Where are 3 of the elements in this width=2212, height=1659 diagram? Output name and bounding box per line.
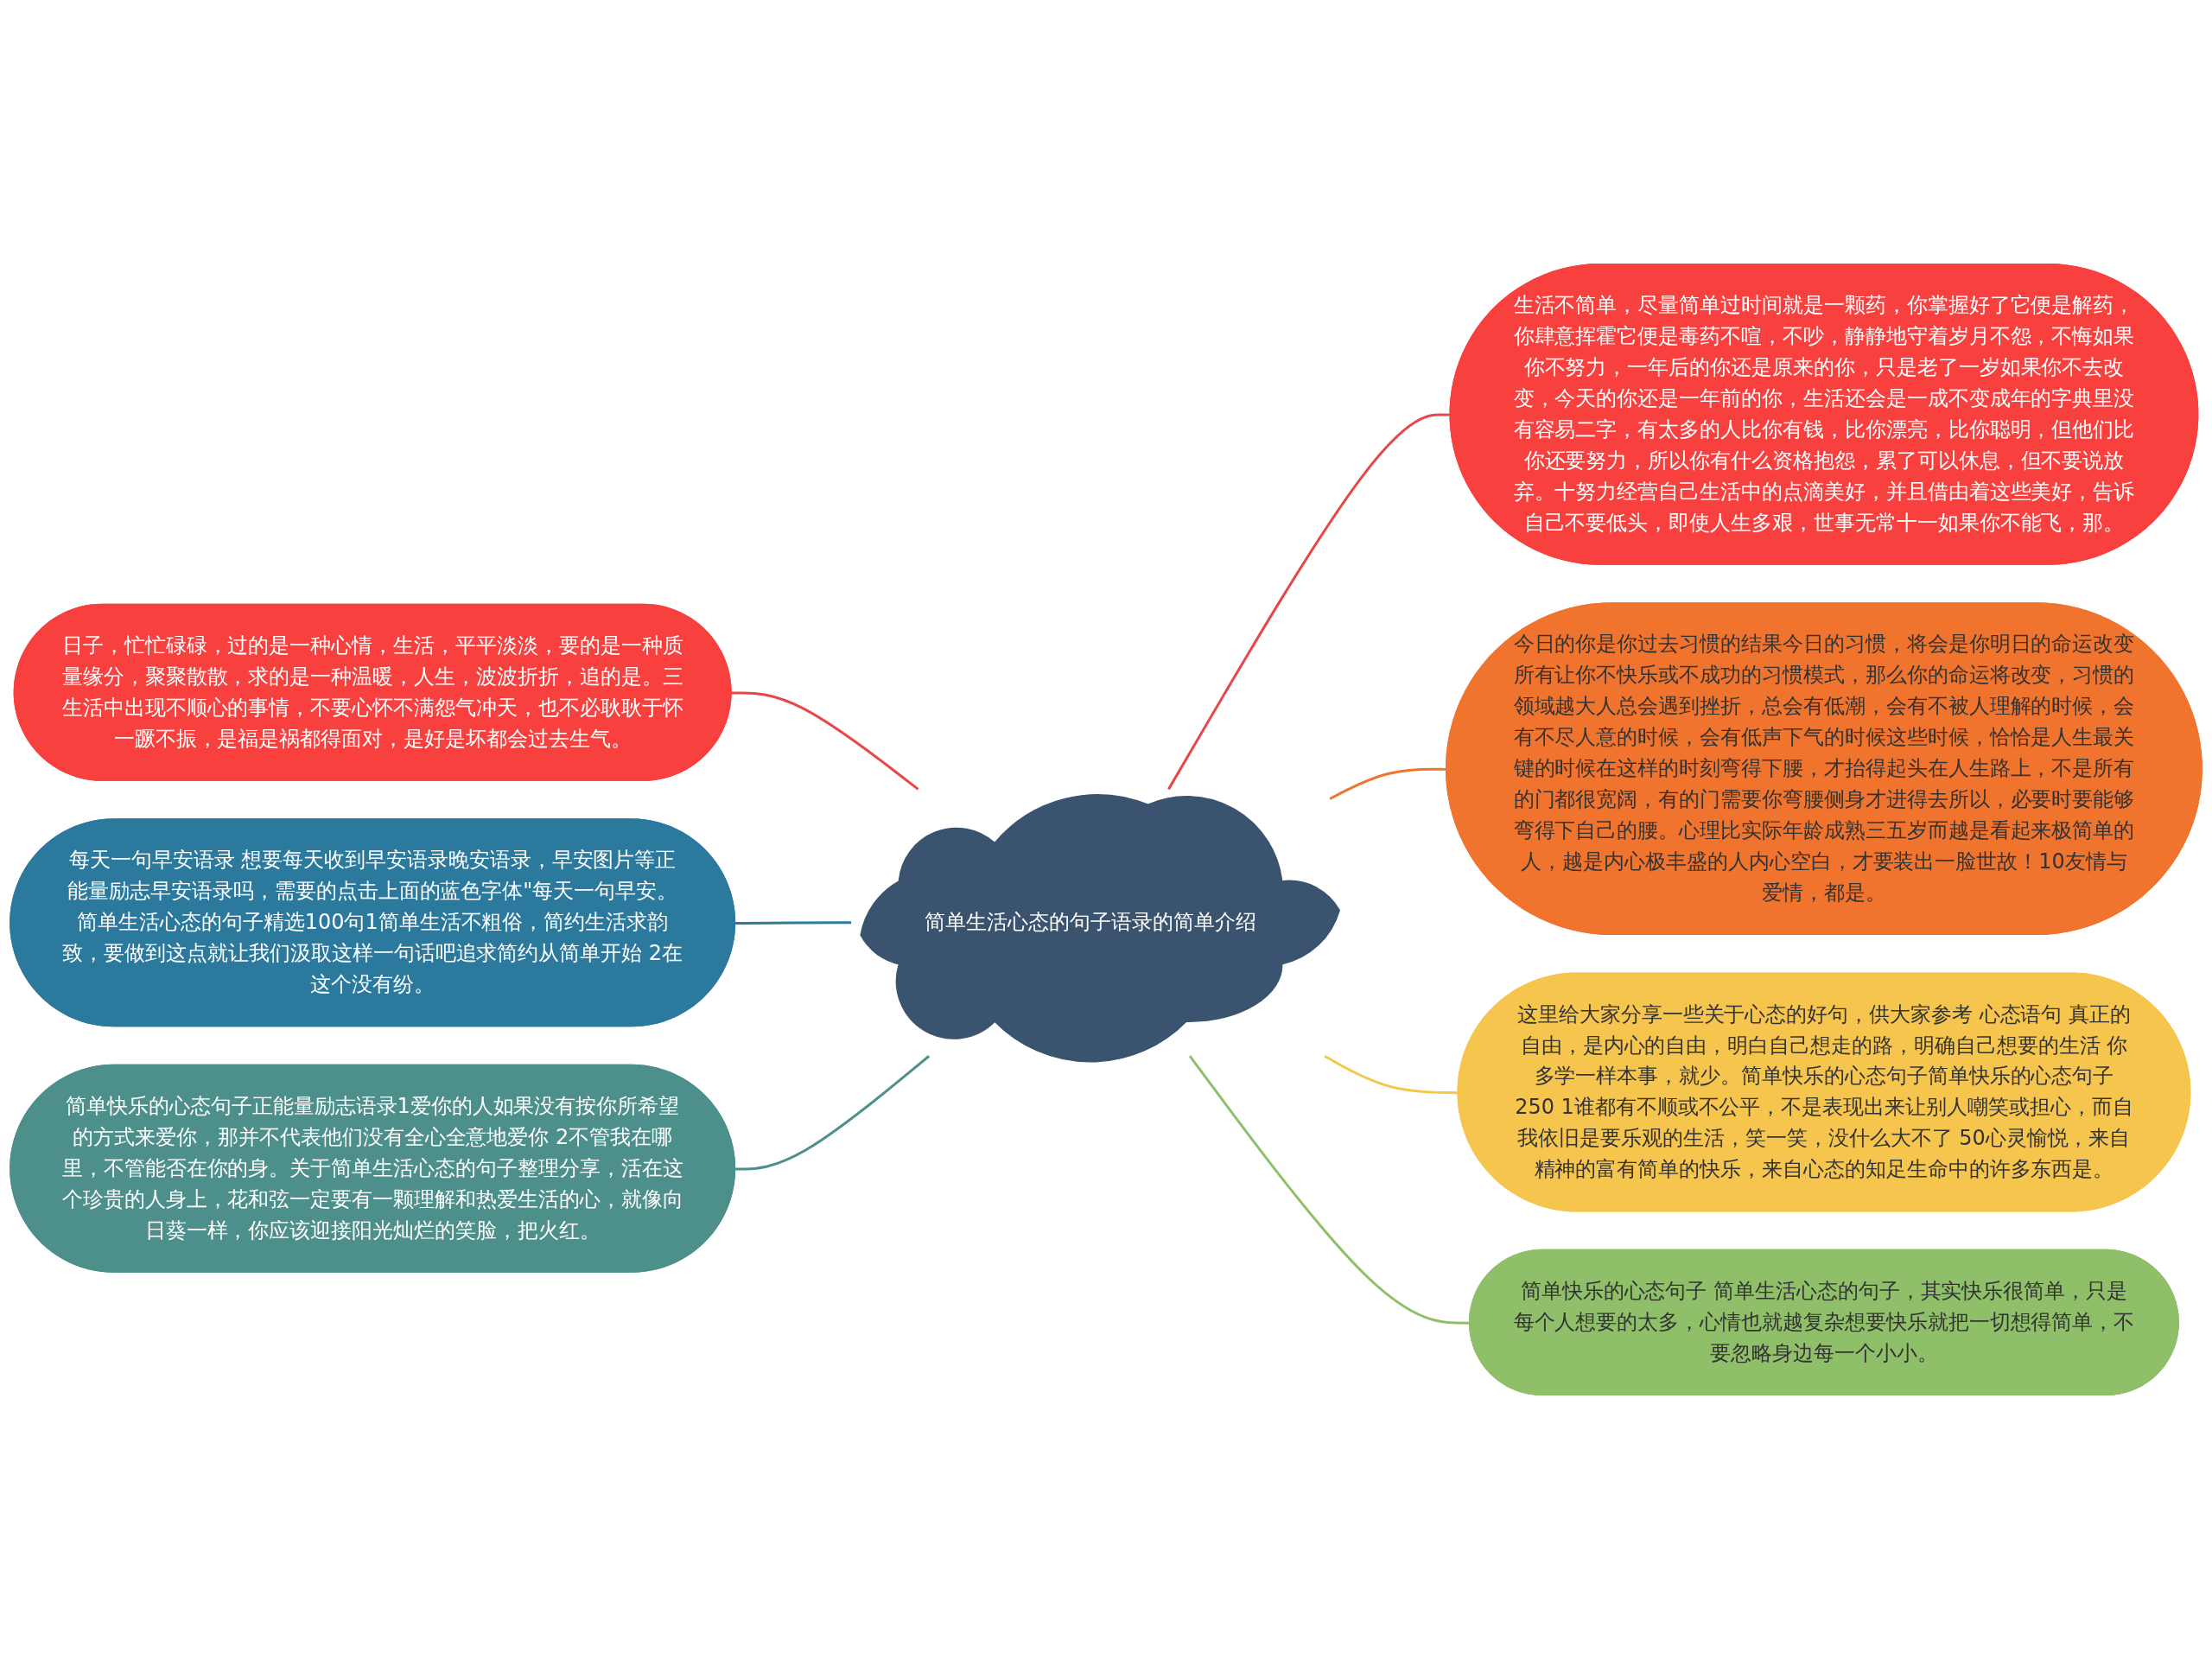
- connector: [735, 921, 852, 925]
- connector: [735, 1055, 931, 1171]
- connector: [731, 691, 919, 791]
